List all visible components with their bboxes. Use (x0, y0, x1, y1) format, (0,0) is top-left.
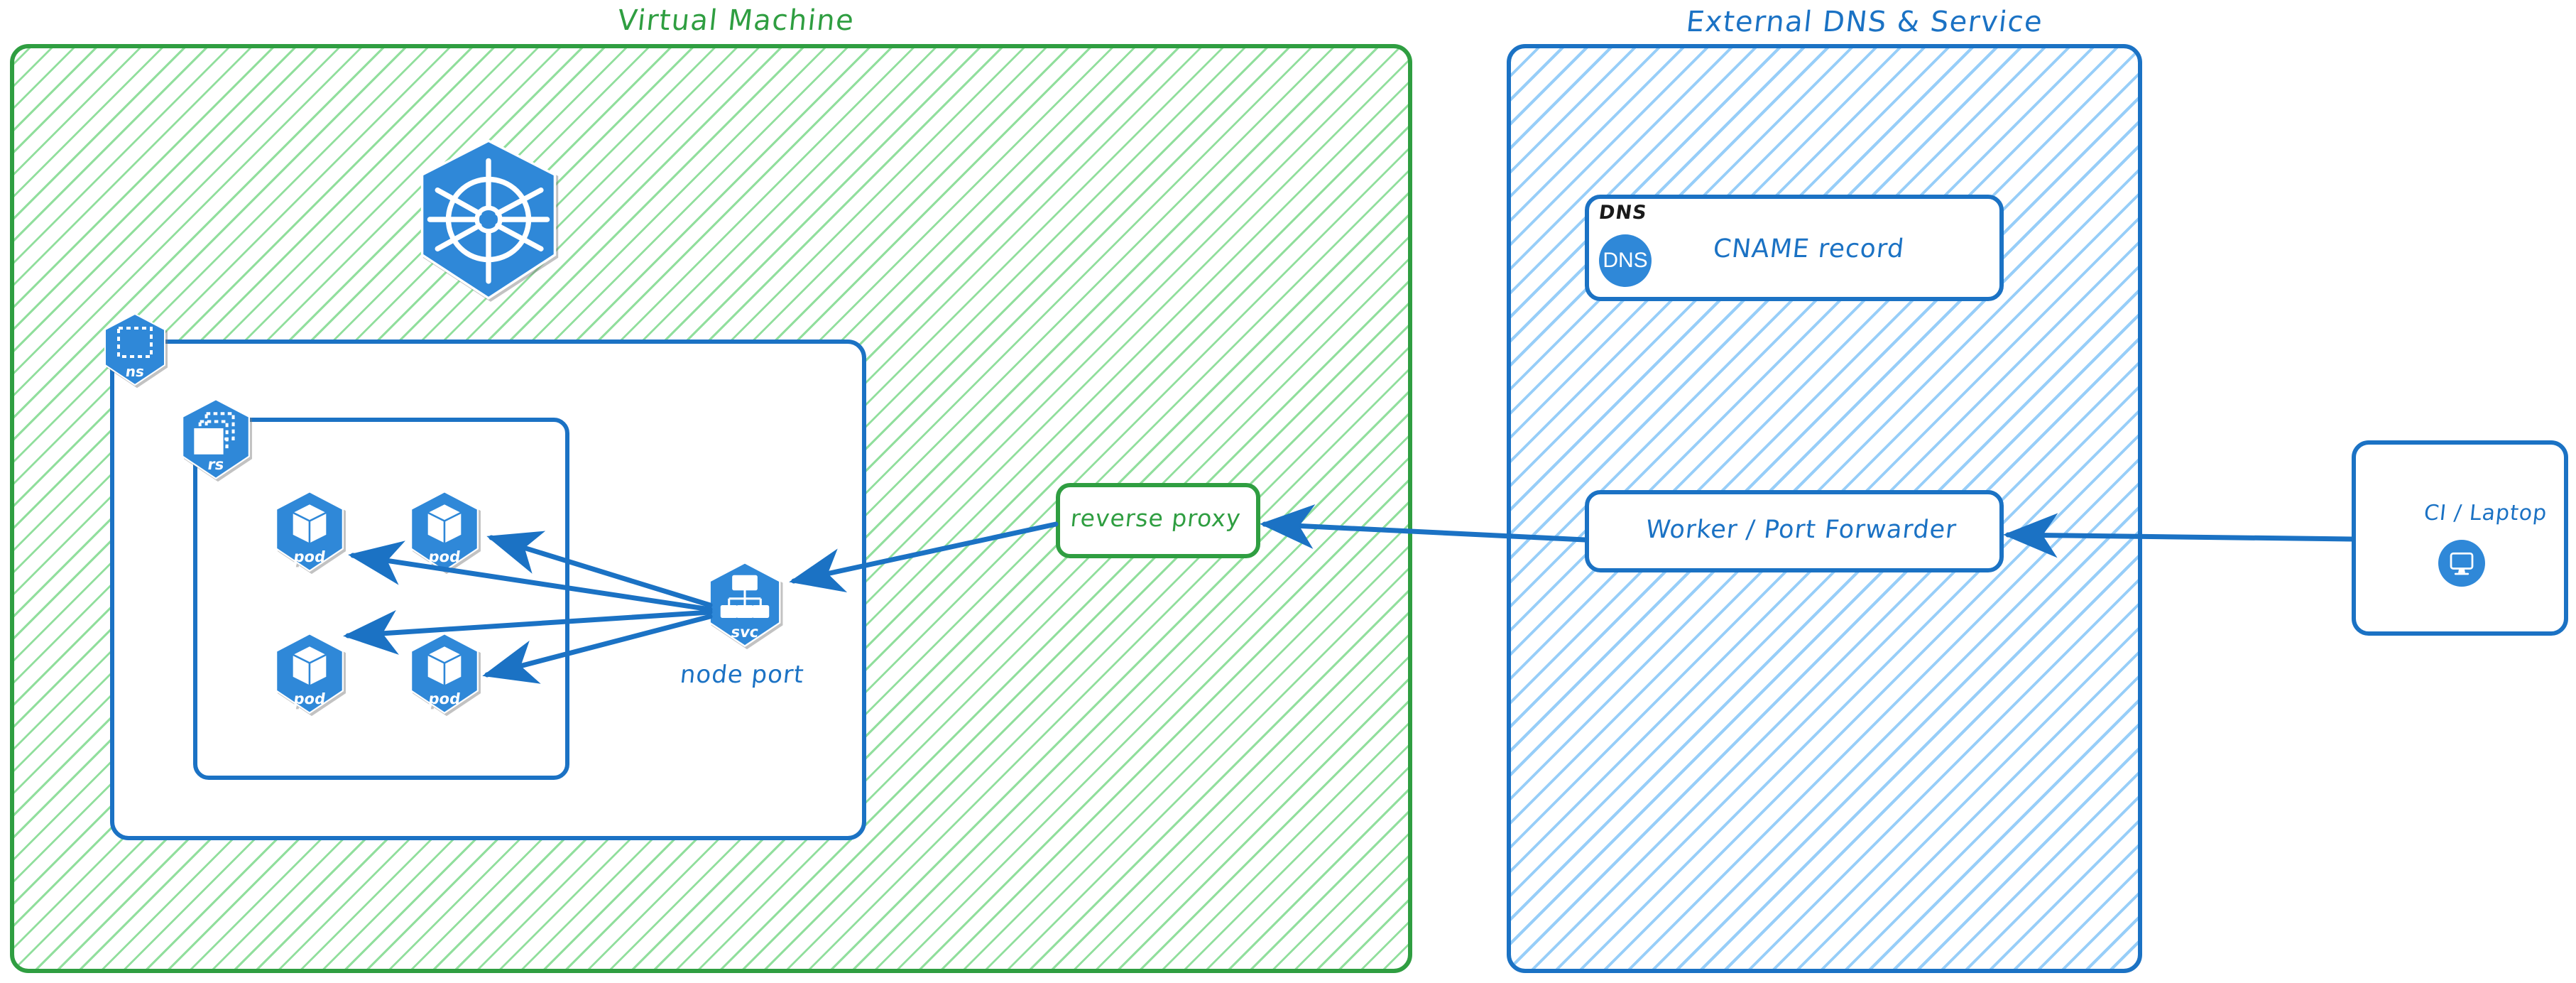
pod-badge-4: pod (405, 632, 484, 715)
desktop-monitor-icon (2438, 540, 2485, 587)
replicaset-badge: rs (176, 398, 256, 480)
ci-laptop-label: CI / Laptop (2423, 501, 2549, 526)
worker-port-forwarder-label: Worker / Port Forwarder (1644, 516, 1958, 544)
pod-badge-3: pod (270, 632, 349, 715)
cname-record-box[interactable] (1585, 195, 2004, 301)
pod-badge-2: pod (405, 490, 484, 572)
reverse-proxy-box[interactable] (1056, 483, 1260, 558)
vm-panel-title: Virtual Machine (616, 4, 856, 37)
dns-icon: DNS (1599, 234, 1652, 287)
namespace-badge: ns (99, 313, 170, 386)
reverse-proxy-label: reverse proxy (1069, 504, 1243, 532)
external-panel-title: External DNS & Service (1684, 6, 2045, 38)
dns-tag-label: DNS (1597, 202, 1649, 224)
ci-laptop-box[interactable] (2352, 440, 2568, 636)
kubernetes-logo (410, 139, 567, 300)
node-port-caption: node port (678, 661, 806, 689)
cname-record-label: CNAME record (1711, 234, 1906, 264)
service-badge: svc (703, 561, 787, 648)
pod-badge-1: pod (270, 490, 349, 572)
